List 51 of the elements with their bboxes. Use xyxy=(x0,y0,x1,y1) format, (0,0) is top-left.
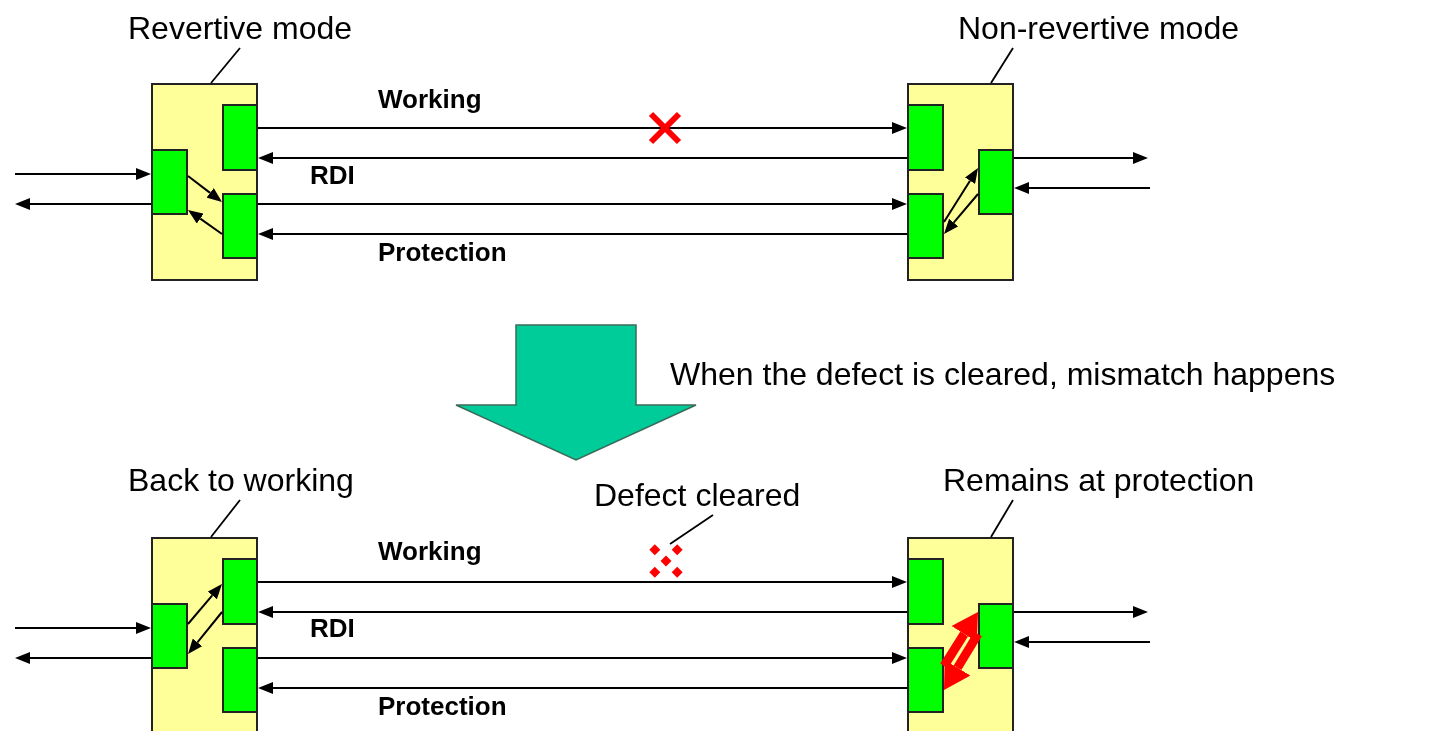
arrow xyxy=(1013,152,1148,164)
switch-block xyxy=(222,104,258,171)
network-element-box xyxy=(907,537,1014,731)
arrow xyxy=(1014,636,1151,648)
callout-text: Revertive mode xyxy=(128,8,398,48)
arrow xyxy=(257,198,907,210)
arrow xyxy=(257,122,907,134)
switch-block xyxy=(907,647,944,713)
arrow xyxy=(15,652,152,664)
arrow xyxy=(944,193,979,234)
network-element-box xyxy=(151,537,258,731)
callout-text: Back to working xyxy=(128,460,398,500)
arrow xyxy=(14,168,151,180)
callout-text: Defect cleared xyxy=(594,475,844,515)
arrow xyxy=(187,584,222,625)
switch-block xyxy=(978,603,1014,669)
arrow xyxy=(1014,182,1151,194)
callout-text: Non-revertive mode xyxy=(958,8,1298,48)
arrow xyxy=(257,652,907,664)
switch-block xyxy=(151,149,188,215)
switch-block xyxy=(151,603,188,669)
arrow xyxy=(258,606,908,618)
switch-block xyxy=(907,104,944,171)
arrow xyxy=(258,682,908,694)
switch-block xyxy=(222,647,258,713)
arrow xyxy=(943,168,978,223)
arrow xyxy=(188,611,223,654)
switch-block xyxy=(222,193,258,259)
arrow xyxy=(944,631,982,690)
arrow xyxy=(14,622,151,634)
arrow xyxy=(257,576,907,588)
leader-line xyxy=(669,514,714,545)
arrow xyxy=(15,198,152,210)
defect-cleared-marks-icon xyxy=(649,544,683,578)
leader-line xyxy=(210,499,241,538)
arrow xyxy=(188,210,223,235)
arrow xyxy=(940,612,978,669)
callout-text: Remains at protection xyxy=(943,460,1323,500)
note-text: When the defect is cleared, mismatch happens xyxy=(670,355,1336,394)
network-element-box xyxy=(151,83,258,281)
leader-line xyxy=(990,47,1014,84)
network-element-box xyxy=(907,83,1014,281)
leader-line xyxy=(990,499,1014,538)
arrow xyxy=(258,152,908,164)
switch-block xyxy=(907,558,944,625)
switch-block xyxy=(222,558,258,625)
arrow xyxy=(1013,606,1148,618)
leader-line xyxy=(210,47,241,84)
switch-block xyxy=(907,193,944,259)
arrow xyxy=(187,175,222,202)
switch-block xyxy=(978,149,1014,215)
